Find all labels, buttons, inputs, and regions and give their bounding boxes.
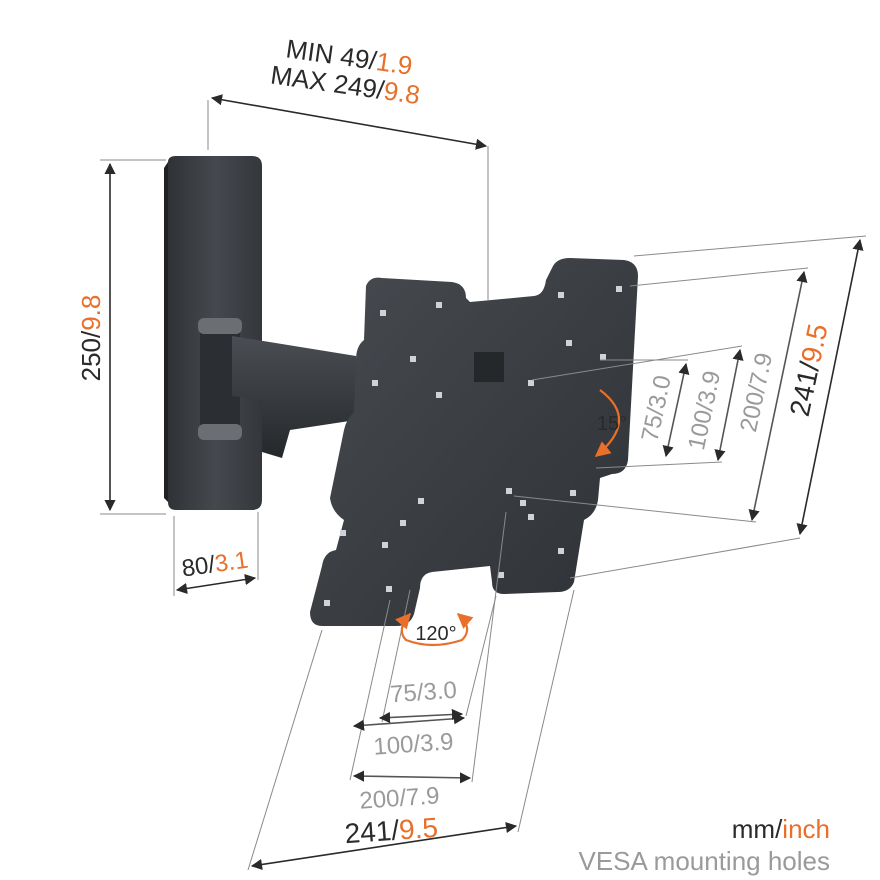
svg-text:100/3.9: 100/3.9 <box>683 368 726 452</box>
svg-text:80/3.1: 80/3.1 <box>180 547 250 583</box>
vesa-bottom-75-inch: 3.0 <box>423 677 458 706</box>
svg-text:250/9.8: 250/9.8 <box>76 295 106 382</box>
tilt-arrow-icon <box>594 389 621 457</box>
vesa-bottom-200-inch: 7.9 <box>405 782 440 811</box>
vesa-bottom-241-mm: 241/ <box>344 815 401 850</box>
width-mm: 80/ <box>180 551 217 582</box>
vesa-bottom-75-mm: 75/ <box>389 679 424 708</box>
svg-text:200/7.9: 200/7.9 <box>735 350 778 434</box>
vesa-right-200-mm: 200/ <box>735 383 771 435</box>
extension-lines <box>100 100 867 871</box>
units-mm: mm/ <box>732 814 783 844</box>
tilt-angle-label: 15° <box>597 413 627 435</box>
height-label: 250/9.8 <box>76 295 106 382</box>
vesa-right-75-inch: 3.0 <box>643 373 676 411</box>
vesa-bottom-100-mm: 100/ <box>373 731 422 761</box>
vesa-bottom-200-mm: 200/ <box>359 785 408 815</box>
vesa-right-100-inch: 3.9 <box>693 368 726 406</box>
depth-min-inch: 1.9 <box>374 46 414 81</box>
vesa-plate <box>310 258 638 626</box>
width-label: 80/3.1 <box>180 547 250 583</box>
width-inch: 3.1 <box>213 547 250 578</box>
swivel-arm <box>198 318 356 458</box>
vesa-right-100-mm: 100/ <box>683 401 719 453</box>
svg-text:200/7.9: 200/7.9 <box>359 782 441 815</box>
height-mm: 250/ <box>76 330 106 381</box>
svg-text:241/9.5: 241/9.5 <box>344 812 439 849</box>
depth-max-inch: 9.8 <box>382 75 422 110</box>
vesa-bottom-labels: 75/3.0 100/3.9 200/7.9 241/9.5 <box>344 677 458 850</box>
swivel-arrow-icon <box>395 612 474 647</box>
vesa-right-200-inch: 7.9 <box>745 350 778 388</box>
units-inch: inch <box>782 814 830 844</box>
units-legend: mm/inch <box>732 814 830 844</box>
vesa-right-241-inch: 9.5 <box>795 321 833 366</box>
svg-text:75/3.0: 75/3.0 <box>389 677 457 709</box>
vesa-right-241-mm: 241/ <box>784 359 826 419</box>
vesa-bottom-241-inch: 9.5 <box>398 812 439 846</box>
height-inch: 9.8 <box>76 295 106 331</box>
vesa-right-labels: 75/3.0 100/3.9 200/7.9 241/9.5 <box>637 321 834 452</box>
svg-text:100/3.9: 100/3.9 <box>373 728 455 761</box>
depth-label: MIN 49/1.9 MAX 249/9.8 <box>269 33 422 110</box>
vesa-bottom-100-inch: 3.9 <box>419 728 454 757</box>
swivel-angle-label: 120° <box>415 623 456 645</box>
caption: VESA mounting holes <box>579 846 831 876</box>
dimension-lines <box>104 94 864 871</box>
svg-text:241/9.5: 241/9.5 <box>784 321 834 419</box>
